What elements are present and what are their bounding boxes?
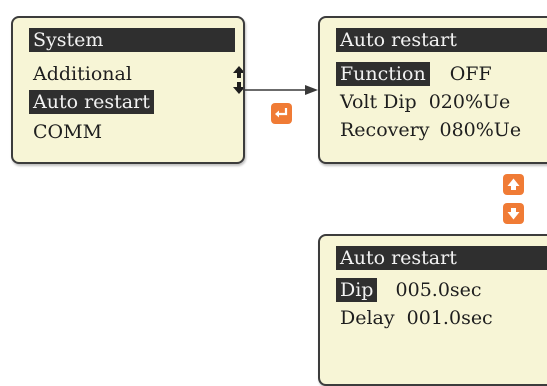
volt-dip-label: Volt Dip	[340, 91, 417, 113]
dip-label: Dip	[336, 278, 378, 302]
menu-item-comm[interactable]: COMM	[33, 121, 103, 143]
menu-item-auto-restart[interactable]: Auto restart	[29, 90, 154, 114]
dip-row[interactable]: Dip 005.0sec	[336, 278, 482, 302]
flow-arrow	[245, 85, 318, 95]
function-row[interactable]: Function OFF	[336, 62, 492, 86]
recovery-value: 080%Ue	[439, 119, 522, 141]
down-key-icon	[503, 203, 524, 224]
auto-restart-panel-1: Auto restart Function OFF Volt Dip 020%U…	[318, 16, 547, 164]
panel-title: Auto restart	[336, 28, 547, 52]
up-down-arrows-icon	[233, 66, 243, 94]
volt-dip-value: 020%Ue	[428, 91, 511, 113]
function-label: Function	[336, 62, 430, 86]
recovery-row[interactable]: Recovery 080%Ue	[336, 118, 521, 142]
volt-dip-row[interactable]: Volt Dip 020%Ue	[336, 90, 510, 114]
recovery-label: Recovery	[340, 119, 430, 141]
enter-key-icon	[271, 103, 292, 124]
dip-value: 005.0sec	[395, 279, 482, 301]
delay-row[interactable]: Delay 001.0sec	[336, 306, 493, 330]
system-menu-panel: System Additional Auto restart COMM	[11, 16, 245, 164]
panel-title: Auto restart	[336, 246, 547, 270]
auto-restart-panel-2: Auto restart Dip 005.0sec Delay 001.0sec	[318, 234, 547, 386]
function-value: OFF	[449, 63, 492, 85]
menu-item-additional[interactable]: Additional	[33, 63, 132, 85]
menu-item-label: Auto restart	[29, 90, 154, 114]
delay-value: 001.0sec	[406, 307, 493, 329]
panel-title: System	[29, 28, 235, 52]
delay-label: Delay	[340, 307, 395, 329]
up-key-icon	[503, 174, 524, 195]
